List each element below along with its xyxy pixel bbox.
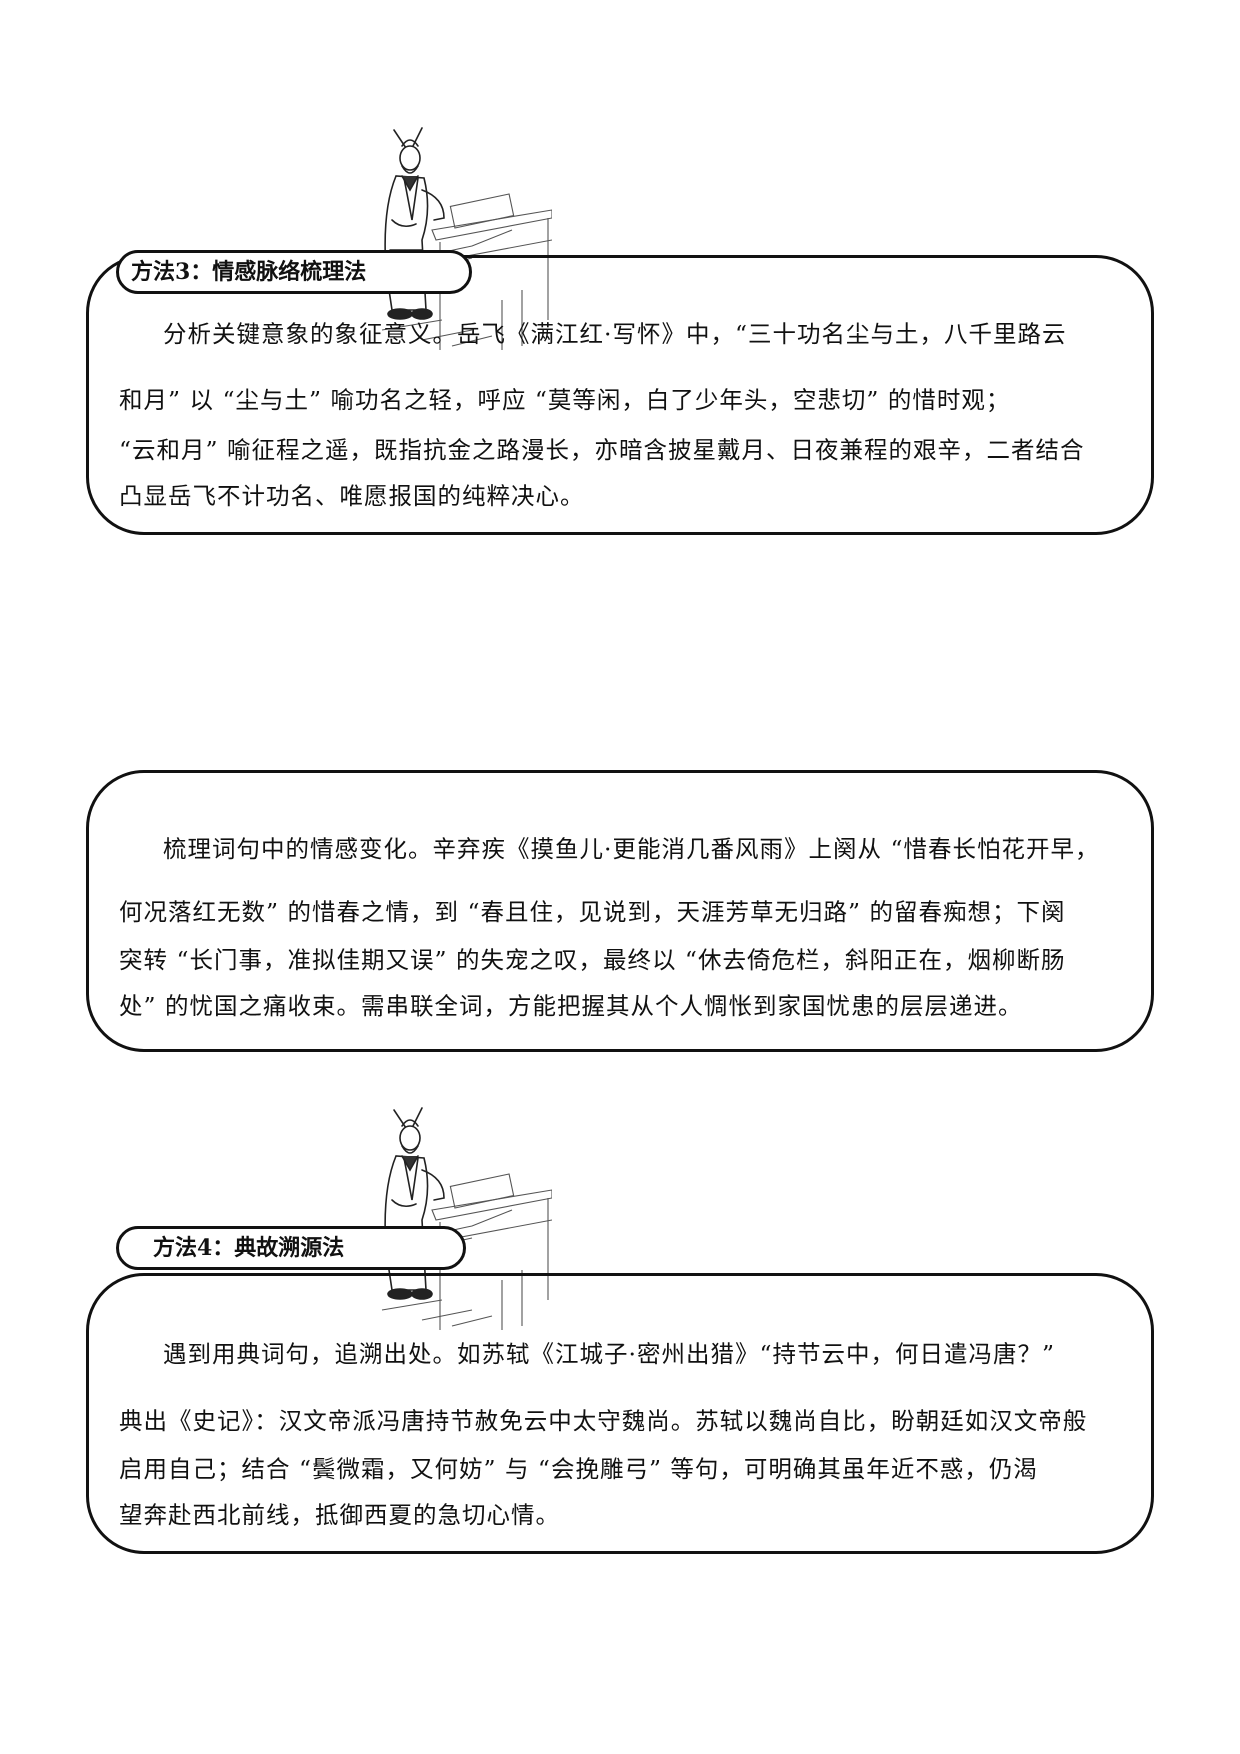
text-line: 梳理词句中的情感变化。辛弃疾《摸鱼儿·更能消几番风雨》上阕从 “惜春长怕花开早， — [163, 835, 1100, 863]
method-3-content-box: 分析关键意象的象征意义。岳飞《满江红·写怀》中，“三十功名尘与土，八千里路云 和… — [86, 255, 1154, 535]
text-line: 何况落红无数” 的惜春之情，到 “春且住，见说到，天涯芳草无归路” 的留春痴想；… — [119, 898, 1066, 926]
text-line: 分析关键意象的象征意义。岳飞《满江红·写怀》中，“三十功名尘与土，八千里路云 — [163, 320, 1067, 348]
text-line: “云和月” 喻征程之遥，既指抗金之路漫长，亦暗含披星戴月、日夜兼程的艰辛，二者结… — [119, 436, 1085, 464]
text-line: 和月” 以 “尘与土” 喻功名之轻，呼应 “莫等闲，白了少年头，空悲切” 的惜时… — [119, 386, 1011, 414]
text-line: 遇到用典词句，追溯出处。如苏轼《江城子·密州出猎》“持节云中，何日遣冯唐？” — [163, 1340, 1055, 1368]
method-4-title: 方法4：典故溯源法 — [116, 1226, 466, 1270]
method-4-content-box: 遇到用典词句，追溯出处。如苏轼《江城子·密州出猎》“持节云中，何日遣冯唐？” 典… — [86, 1273, 1154, 1554]
method-3-title: 方法3：情感脉络梳理法 — [116, 250, 472, 294]
text-line: 凸显岳飞不计功名、唯愿报国的纯粹决心。 — [119, 482, 585, 510]
text-line: 启用自己；结合 “鬓微霜，又何妨” 与 “会挽雕弓” 等句，可明确其虽年近不惑，… — [119, 1455, 1038, 1483]
text-line: 典出《史记》：汉文帝派冯唐持节赦免云中太守魏尚。苏轼以魏尚自比，盼朝廷如汉文帝般 — [119, 1407, 1088, 1435]
emotion-change-content-box: 梳理词句中的情感变化。辛弃疾《摸鱼儿·更能消几番风雨》上阕从 “惜春长怕花开早，… — [86, 770, 1154, 1052]
text-line: 望奔赴西北前线，抵御西夏的急切心情。 — [119, 1501, 560, 1529]
text-line: 突转 “长门事，准拟佳期又误” 的失宠之叹，最终以 “休去倚危栏，斜阳正在，烟柳… — [119, 946, 1066, 974]
text-line: 处” 的忧国之痛收束。需串联全词，方能把握其从个人惆怅到家国忧患的层层递进。 — [119, 992, 1023, 1020]
